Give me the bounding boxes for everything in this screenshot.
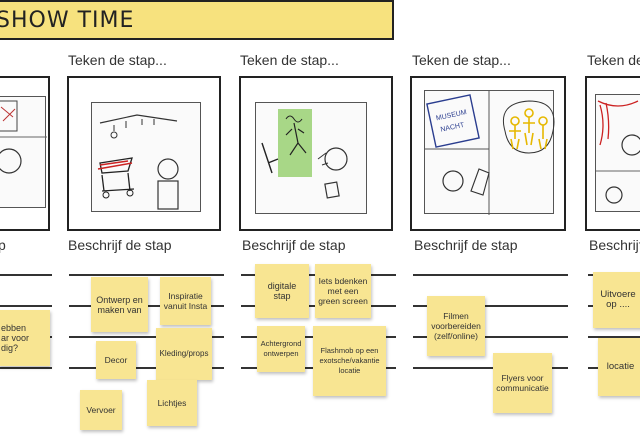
column-4-draw-label: Teken de stap... (587, 52, 640, 68)
sketch-frame-4-partial[interactable] (585, 76, 640, 231)
sticky-note[interactable]: Inspiratie vanuit Insta (160, 277, 211, 325)
sketch-panel (595, 94, 640, 212)
writing-line (413, 367, 568, 369)
sketch-frame-2[interactable] (239, 76, 393, 231)
sketch-panel (91, 102, 201, 212)
sketch-frame-3[interactable]: MUSEUM NACHT (410, 76, 566, 231)
sticky-note[interactable]: Achtergrond ontwerpen (257, 326, 305, 372)
sketch-drawing (97, 114, 179, 210)
sketch-drawing (0, 100, 47, 174)
writing-line (588, 336, 640, 338)
banner-title: SHOW TIME (0, 8, 135, 33)
sticky-note[interactable]: Ontwerp en maken van (91, 277, 148, 332)
sticky-note[interactable]: locatie (598, 338, 640, 396)
sticky-note[interactable]: Filmen voorbereiden (zelf/online) (427, 296, 485, 356)
sticky-note[interactable]: Uitvoere op .... (593, 272, 640, 328)
svg-text:MUSEUM: MUSEUM (435, 109, 467, 122)
writing-line (0, 274, 52, 276)
sticky-note[interactable]: digitale stap (255, 264, 309, 318)
sticky-note[interactable]: Kleding/props (156, 328, 212, 380)
partial-describe-label: p (0, 237, 6, 253)
column-2-draw-label: Teken de stap... (240, 52, 339, 68)
writing-line (0, 305, 52, 307)
writing-line (0, 367, 52, 369)
sketch-panel: MUSEUM NACHT (424, 90, 555, 215)
writing-line (69, 367, 224, 369)
sketch-panel (255, 102, 367, 214)
sticky-note[interactable]: Decor (96, 341, 136, 379)
sketch-panel (0, 96, 47, 208)
writing-line (413, 336, 568, 338)
sticky-note[interactable]: Iets bdenken met een green screen (315, 264, 371, 318)
sketch-frame-1[interactable] (67, 76, 221, 231)
column-1-draw-label: Teken de stap... (68, 52, 167, 68)
column-3-describe-label: Beschrijf de stap (414, 237, 518, 253)
column-3-draw-label: Teken de stap... (412, 52, 511, 68)
writing-line (69, 274, 224, 276)
column-2-describe-label: Beschrijf de stap (242, 237, 346, 253)
sketch-drawing (261, 109, 348, 199)
writing-line (413, 305, 568, 307)
sticky-note[interactable]: Flyers voor communicatie (493, 353, 552, 413)
sketch-drawing (596, 100, 640, 204)
sketch-drawing: MUSEUM NACHT (425, 91, 555, 215)
sticky-note[interactable]: Flashmob op een exotsche/vakantie locati… (313, 326, 386, 396)
writing-line (413, 274, 568, 276)
sketch-frame-partial-left[interactable] (0, 76, 50, 231)
sticky-note[interactable]: ebben ar voor dig? (0, 310, 50, 366)
sticky-note[interactable]: Vervoer (80, 390, 122, 430)
svg-text:NACHT: NACHT (440, 122, 466, 134)
column-4-describe-label: Beschrijf de stap (589, 237, 640, 253)
sticky-note[interactable]: Lichtjes (147, 380, 197, 426)
writing-line (69, 336, 224, 338)
title-banner: SHOW TIME (0, 0, 394, 40)
column-1-describe-label: Beschrijf de stap (68, 237, 172, 253)
